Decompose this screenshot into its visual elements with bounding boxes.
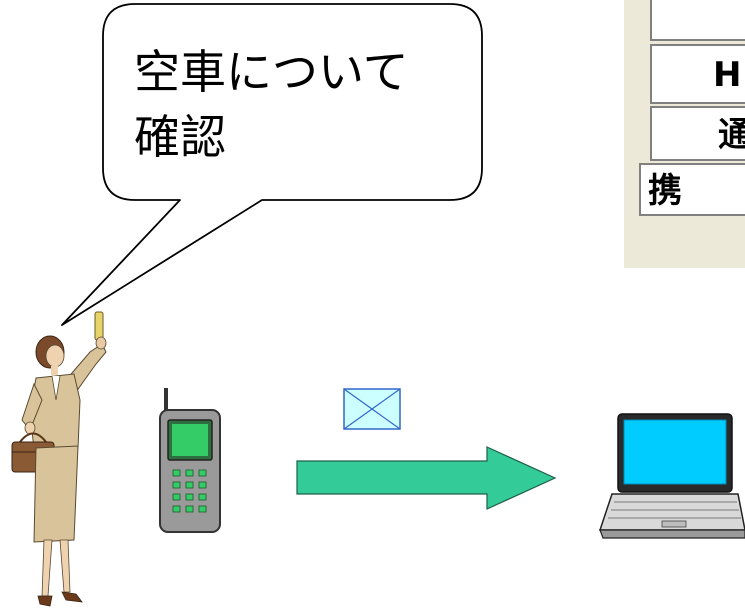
speech-bubble: 空車について 確認: [61, 3, 483, 326]
table-cell-tsu-text: 通: [718, 115, 745, 155]
laptop-keyboard: [598, 493, 745, 531]
phone-antenna: [164, 388, 168, 414]
phone-screen: [172, 424, 208, 456]
laptop-touchpad: [661, 520, 687, 528]
table-cell-top: [650, 0, 745, 41]
cropped-table: H 通 携: [624, 0, 745, 268]
table-cell-h-text: H: [713, 55, 741, 95]
table-cell-h: [650, 44, 745, 104]
laptop-icon: [598, 413, 745, 539]
speech-bubble-shape: [61, 3, 483, 326]
table-cell-kei-text: 携: [648, 171, 682, 211]
laptop-screen: [623, 419, 727, 485]
table-cell-tsu: [650, 106, 745, 161]
phone-keypad: [172, 469, 207, 513]
envelope-icon: [343, 388, 401, 430]
table-cell-kei: [639, 163, 745, 216]
bubble-line-2: 確認: [134, 110, 226, 164]
mobile-phone-icon: [159, 388, 221, 533]
bubble-line-1: 空車について: [134, 45, 409, 99]
raised-phone: [94, 311, 104, 341]
woman-with-phone-icon: [11, 311, 107, 607]
right-arrow-icon: [296, 446, 557, 510]
